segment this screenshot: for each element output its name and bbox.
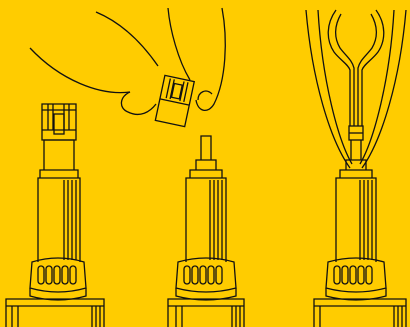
cap-removal-diagram (0, 0, 410, 327)
diagram-canvas (0, 0, 410, 327)
